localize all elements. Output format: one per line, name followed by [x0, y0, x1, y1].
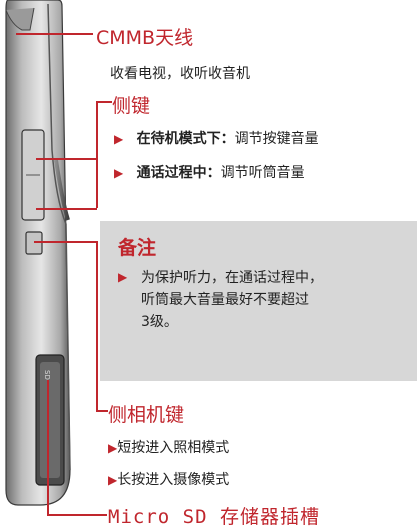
- note-box: 备注 ▶ 为保护听力，在通话过程中， 听筒最大音量最好不要超过 3级。: [100, 221, 417, 381]
- leader-line-cmmb-horizontal: [16, 33, 93, 35]
- bullet-triangle-icon: ▶: [114, 132, 124, 146]
- cmmb-antenna-title: CMMB天线: [96, 27, 194, 49]
- leader-line-camera-vertical: [96, 241, 98, 411]
- bullet-triangle-icon: ▶: [108, 441, 118, 455]
- cmmb-antenna-description: 收看电视，收听收音机: [110, 66, 250, 82]
- svg-text:SD: SD: [43, 370, 51, 380]
- leader-line-camera-end: [96, 410, 108, 412]
- leader-line-side-key-vertical: [96, 101, 98, 208]
- leader-line-side-key-up: [36, 158, 97, 160]
- camera-key-title: 侧相机键: [108, 404, 185, 426]
- side-key-call-item: ▶ 通话过程中：调节听筒音量: [114, 162, 305, 182]
- call-description: 调节听筒音量: [220, 165, 305, 181]
- note-line-3: 3级。: [141, 314, 178, 330]
- bullet-triangle-icon: ▶: [114, 166, 124, 180]
- micro-sd-slot-title: Micro SD 存储器插槽: [108, 506, 320, 528]
- bullet-triangle-icon: ▶: [118, 270, 128, 284]
- leader-line-camera-horizontal: [34, 241, 97, 243]
- leader-line-sd-vertical: [47, 380, 49, 515]
- call-label: 通话过程中：: [136, 165, 221, 181]
- phone-side-illustration: SD: [5, 0, 71, 506]
- standby-description: 调节按键音量: [234, 131, 319, 147]
- camera-long-press-item: ▶长按进入摄像模式: [108, 469, 229, 489]
- leader-line-sd-horizontal: [47, 514, 107, 516]
- leader-line-side-key-down: [36, 208, 97, 210]
- leader-line-side-key-horizontal: [96, 101, 112, 103]
- note-title: 备注: [118, 237, 157, 259]
- side-key-standby-item: ▶ 在待机模式下：调节按键音量: [114, 128, 319, 148]
- long-press-text: 长按进入摄像模式: [117, 472, 230, 488]
- camera-short-press-item: ▶短按进入照相模式: [108, 437, 229, 457]
- note-line-2: 听筒最大音量最好不要超过: [141, 292, 309, 308]
- standby-label: 在待机模式下：: [136, 131, 235, 147]
- side-key-title: 侧键: [112, 95, 151, 117]
- short-press-text: 短按进入照相模式: [117, 440, 230, 456]
- note-line-1: 为保护听力，在通话过程中，: [141, 270, 323, 286]
- bullet-triangle-icon: ▶: [108, 473, 118, 487]
